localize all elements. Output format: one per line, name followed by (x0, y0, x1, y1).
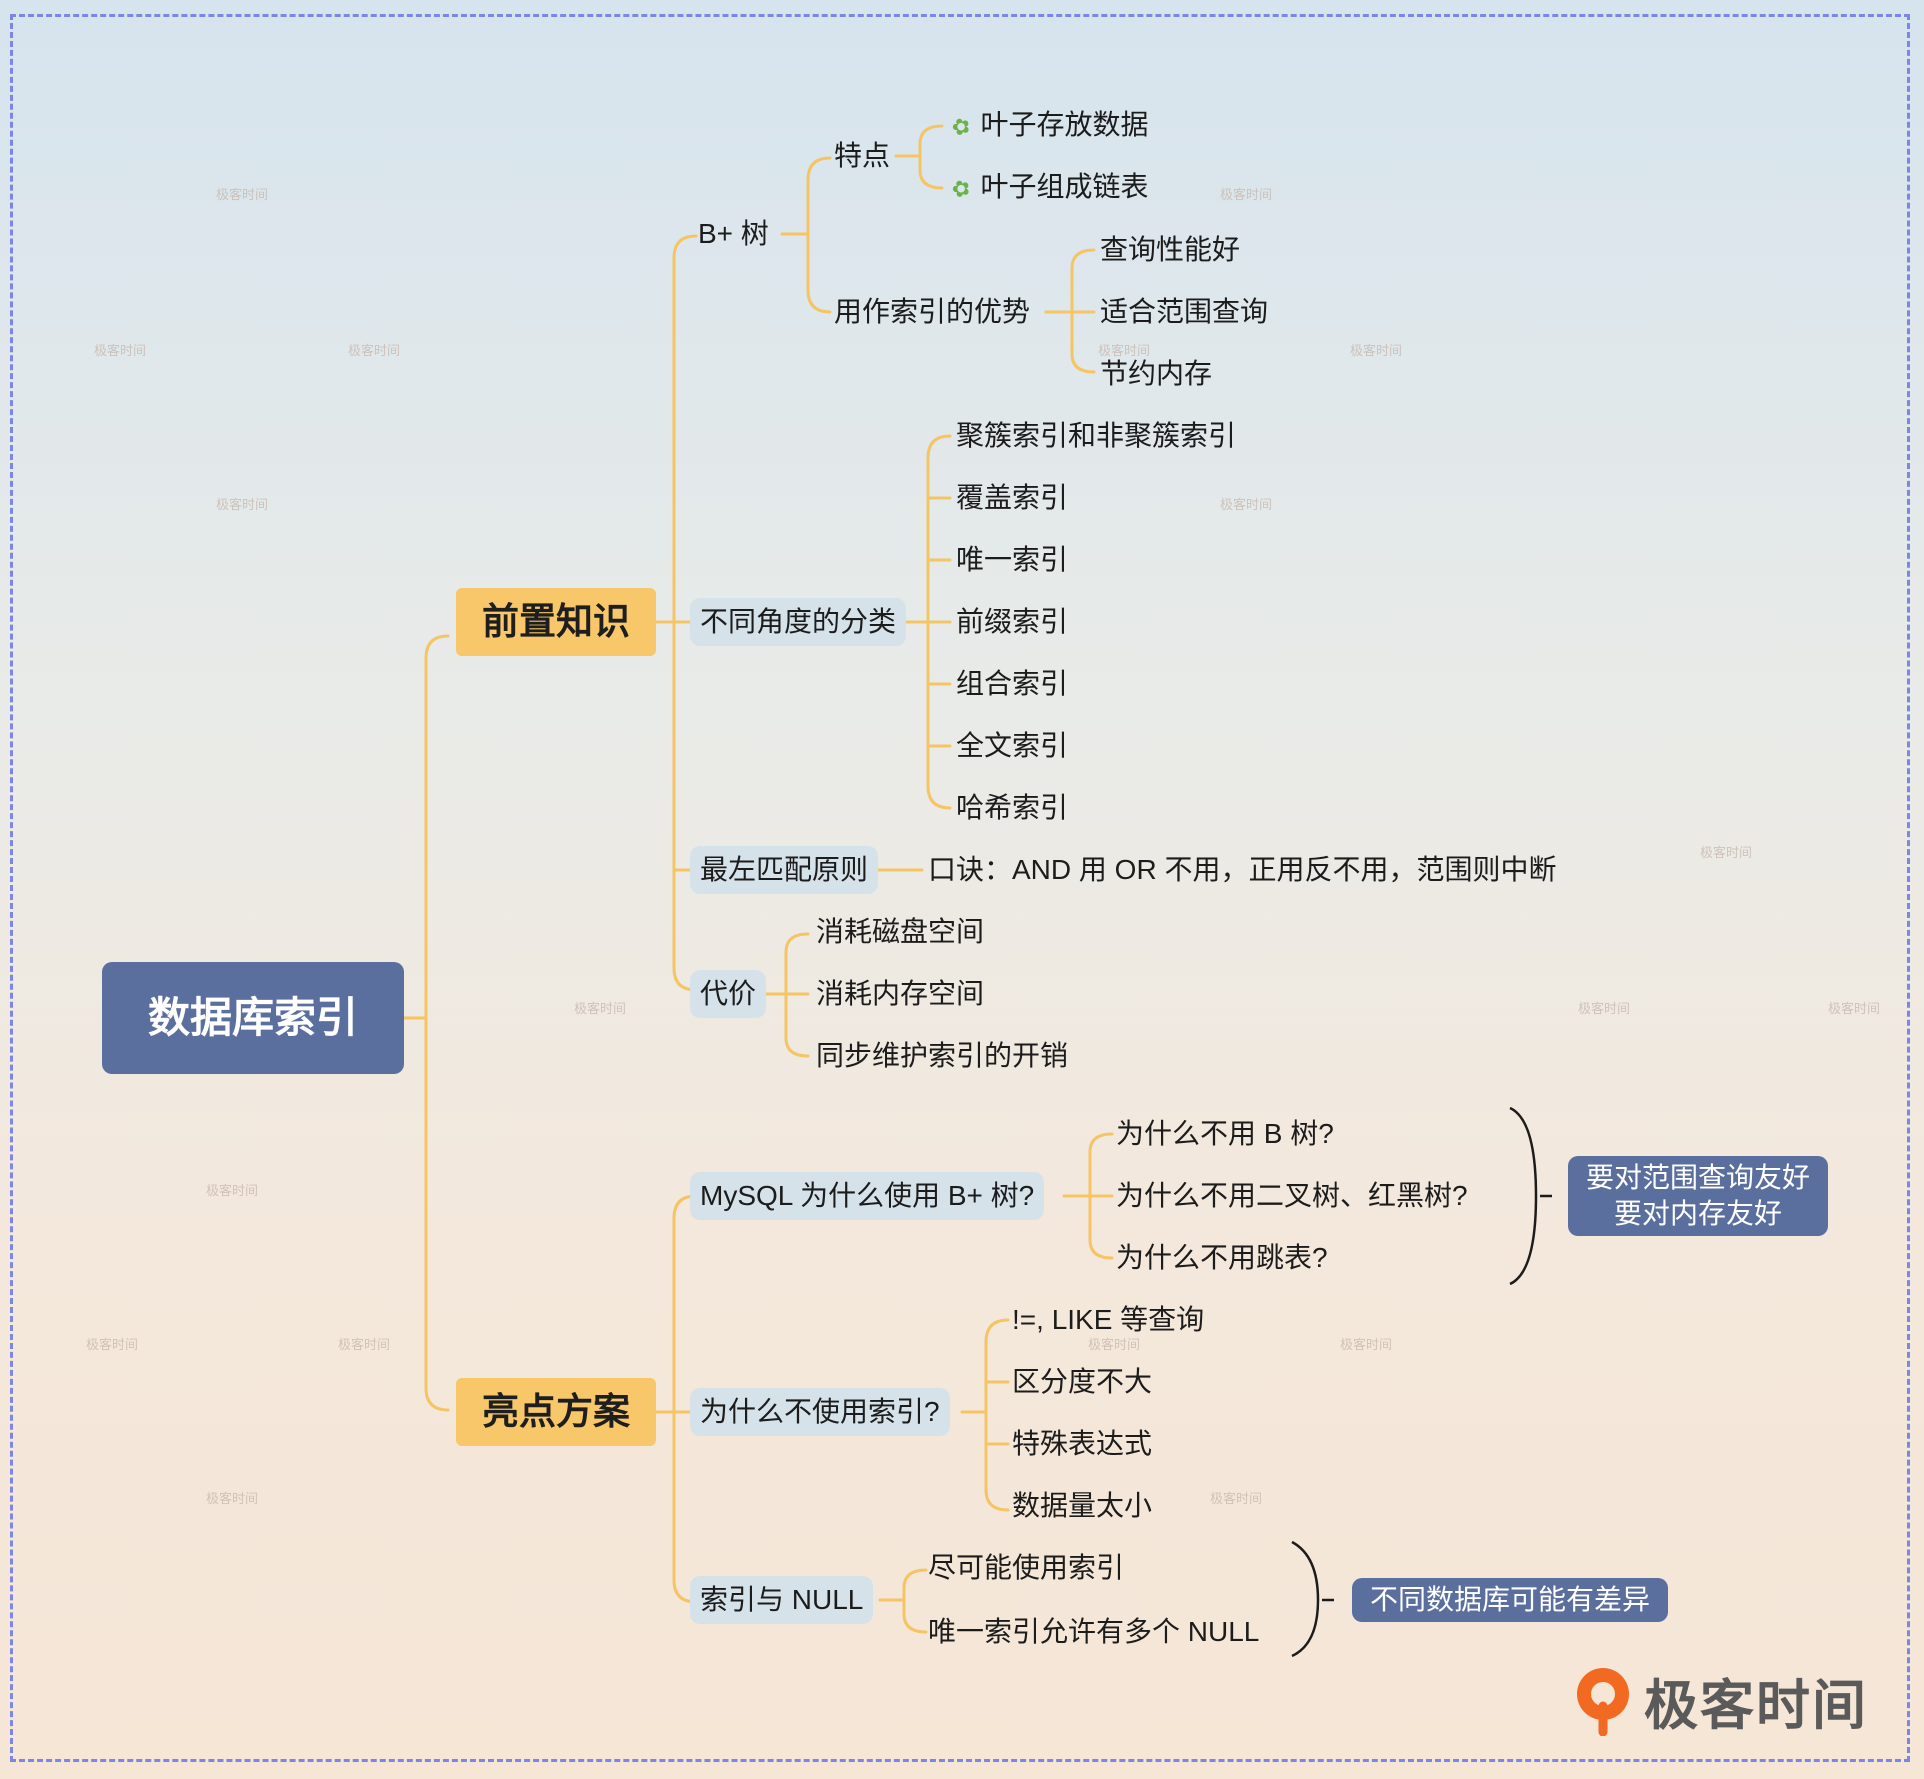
watermark: 极客时间 (94, 343, 147, 358)
watermark: 极客时间 (574, 1001, 627, 1016)
category-prior-knowledge[interactable]: 前置知识 (456, 588, 656, 656)
mysql-question-item[interactable]: 为什么不用跳表? (1116, 1242, 1328, 1273)
no-index-item[interactable]: 数据量太小 (1012, 1490, 1153, 1521)
null-summary-note[interactable]: 不同数据库可能有差异 (1352, 1578, 1669, 1622)
watermark: 极客时间 (206, 1491, 259, 1506)
no-index-item[interactable]: 特殊表达式 (1012, 1428, 1153, 1459)
watermark: 极客时间 (1210, 1491, 1263, 1506)
features-node[interactable]: 特点 (834, 140, 891, 171)
classification-item[interactable]: 覆盖索引 (956, 482, 1069, 513)
dashed-frame (10, 14, 1910, 1762)
leftmost-match-node[interactable]: 最左匹配原则 (690, 846, 879, 894)
watermark: 极客时间 (1350, 343, 1403, 358)
root-node[interactable]: 数据库索引 (102, 962, 404, 1074)
why-no-index-node[interactable]: 为什么不使用索引? (690, 1388, 950, 1436)
classification-item[interactable]: 唯一索引 (956, 544, 1069, 575)
classification-item[interactable]: 哈希索引 (956, 792, 1069, 823)
advantage-item[interactable]: 适合范围查询 (1100, 296, 1269, 327)
cost-item[interactable]: 同步维护索引的开销 (816, 1040, 1069, 1071)
classification-item[interactable]: 前缀索引 (956, 606, 1069, 637)
leftmost-rhyme[interactable]: 口诀：AND 用 OR 不用，正用反不用，范围则中断 (928, 854, 1557, 885)
watermark: 极客时间 (1340, 1337, 1393, 1352)
brand-logo: 极客时间 (1572, 1660, 1868, 1740)
watermark: 极客时间 (216, 497, 269, 512)
watermark: 极客时间 (1220, 187, 1273, 202)
watermark: 极客时间 (348, 343, 401, 358)
watermark: 极客时间 (1088, 1337, 1141, 1352)
watermark: 极客时间 (1578, 1001, 1631, 1016)
geektime-logo-icon (1577, 1668, 1629, 1736)
cost-node[interactable]: 代价 (690, 970, 767, 1018)
watermark: 极客时间 (1700, 845, 1753, 860)
watermark: 极客时间 (1220, 497, 1273, 512)
advantage-item[interactable]: 查询性能好 (1100, 234, 1241, 265)
watermark: 极客时间 (1828, 1001, 1881, 1016)
classification-item[interactable]: 聚簇索引和非聚簇索引 (956, 420, 1237, 451)
index-null-node[interactable]: 索引与 NULL (690, 1576, 874, 1624)
advantage-item[interactable]: 节约内存 (1100, 358, 1213, 389)
cost-item[interactable]: 消耗内存空间 (816, 978, 985, 1009)
mysql-question-item[interactable]: 为什么不用二叉树、红黑树? (1116, 1180, 1468, 1211)
watermark: 极客时间 (206, 1183, 259, 1198)
feature-item[interactable]: ✿叶子组成链表 (948, 167, 1149, 209)
advantages-node[interactable]: 用作索引的优势 (834, 296, 1031, 327)
no-index-item[interactable]: 区分度不大 (1012, 1366, 1153, 1397)
brand-name: 极客时间 (1644, 1675, 1868, 1736)
feature-item-label: 叶子存放数据 (980, 109, 1149, 140)
feature-item-label: 叶子组成链表 (980, 171, 1149, 202)
cost-item[interactable]: 消耗磁盘空间 (816, 916, 985, 947)
null-item[interactable]: 唯一索引允许有多个 NULL (928, 1616, 1260, 1647)
watermark: 极客时间 (216, 187, 269, 202)
feature-item[interactable]: ✿叶子存放数据 (948, 105, 1149, 147)
watermark: 极客时间 (338, 1337, 391, 1352)
bplus-tree-node[interactable]: B+ 树 (698, 218, 769, 249)
mysql-question-item[interactable]: 为什么不用 B 树? (1116, 1118, 1334, 1149)
watermark: 极客时间 (1098, 343, 1151, 358)
no-index-item[interactable]: !=, LIKE 等查询 (1012, 1304, 1205, 1335)
summary-line: 要对内存友好 (1614, 1198, 1783, 1229)
classification-item[interactable]: 全文索引 (956, 730, 1069, 761)
null-item[interactable]: 尽可能使用索引 (928, 1552, 1125, 1583)
classification-node[interactable]: 不同角度的分类 (690, 598, 907, 646)
mysql-bplus-node[interactable]: MySQL 为什么使用 B+ 树? (690, 1172, 1045, 1220)
classification-item[interactable]: 组合索引 (956, 668, 1069, 699)
category-highlight-solutions[interactable]: 亮点方案 (456, 1378, 656, 1446)
summary-line: 要对范围查询友好 (1586, 1162, 1811, 1193)
mysql-summary-note[interactable]: 要对范围查询友好 要对内存友好 (1568, 1156, 1829, 1236)
watermark: 极客时间 (86, 1337, 139, 1352)
